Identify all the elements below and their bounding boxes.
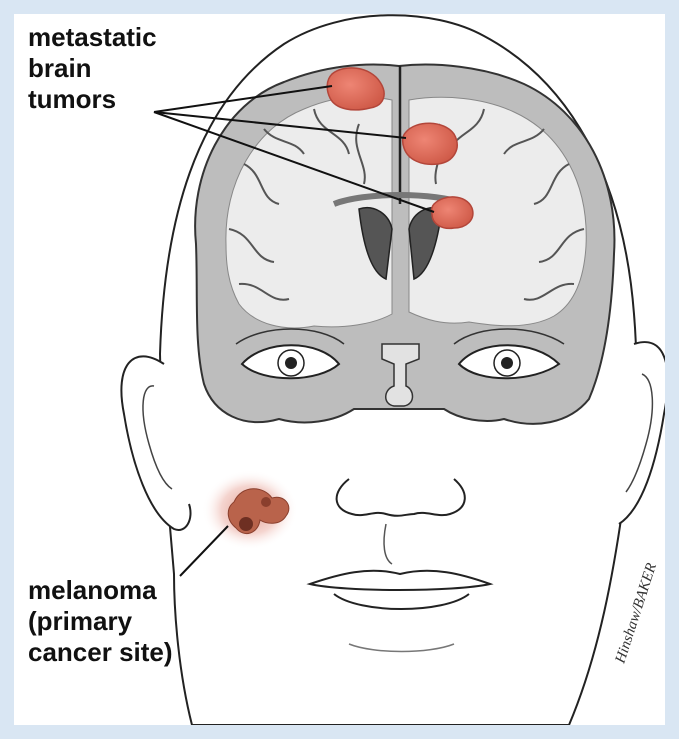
label-metastatic-brain-tumors: metastatic brain tumors — [28, 22, 157, 115]
illustration-frame: Hinshaw/BAKER metastatic brain tumors me… — [14, 14, 665, 725]
label-melanoma-primary-site: melanoma (primary cancer site) — [28, 575, 173, 668]
artist-signature: Hinshaw/BAKER — [612, 561, 660, 666]
tumor-3 — [432, 197, 473, 228]
tumor-2 — [403, 123, 457, 164]
